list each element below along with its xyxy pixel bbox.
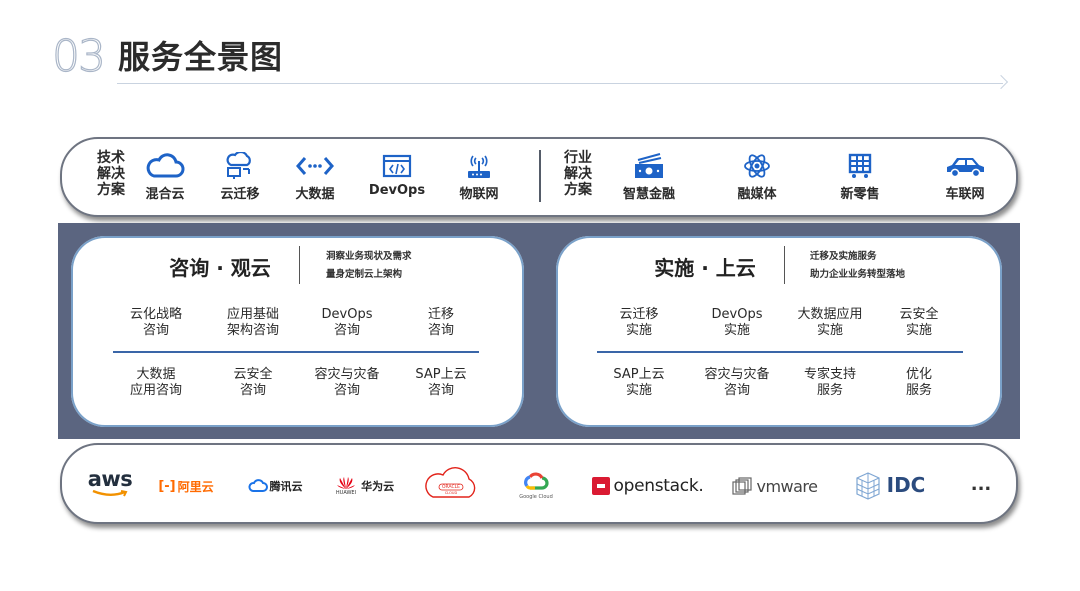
tech-item-label: 大数据 [295, 187, 335, 202]
implement-title: 实施 · 上云 [654, 256, 756, 280]
tencent-cloud-logo: 腾讯云 [245, 476, 305, 496]
tech-item-label: 云迁移 [220, 187, 260, 202]
idc-logo: IDC [850, 469, 928, 501]
industry-solutions-label: 行业解决方案 [564, 150, 592, 198]
consult-title: 咨询 · 观云 [169, 256, 271, 280]
openstack-logo: openstack. [589, 474, 705, 498]
code-arrows-icon [270, 151, 360, 181]
industry-item-label: 新零售 [840, 187, 880, 202]
implement-cell[interactable]: SAP上云实施 [613, 367, 665, 398]
implement-cell[interactable]: 专家支持服务 [803, 367, 856, 398]
vendors-bar [60, 443, 1018, 524]
industry-item-label: 车联网 [945, 187, 985, 202]
title-underline [117, 83, 1003, 84]
consult-description: 洞察业务现状及需求量身定制云上架构 [326, 251, 412, 280]
implement-cell[interactable]: 优化服务 [905, 367, 932, 398]
industry-item-iov[interactable]: 车联网 [920, 151, 1010, 202]
consult-cell[interactable]: 云安全咨询 [233, 367, 273, 398]
implement-title-divider [784, 246, 785, 284]
implement-cell[interactable]: 云迁移实施 [619, 307, 659, 338]
more-vendors-ellipsis[interactable]: ... [970, 474, 992, 495]
oracle-wordmark: ORACLE [442, 485, 460, 490]
oracle-subtitle: CLOUD [444, 491, 458, 495]
tech-item-label: 混合云 [145, 187, 185, 202]
tech-item-label: DevOps [368, 183, 426, 198]
industry-item-label: 智慧金融 [622, 187, 675, 202]
cloud-migration-icon [195, 151, 285, 181]
cloud-icon [120, 151, 210, 181]
cart-icon [815, 151, 905, 181]
tech-item-devops[interactable]: DevOps [352, 151, 442, 198]
google-cloud-icon [524, 471, 549, 490]
openstack-icon [591, 477, 610, 495]
implement-cell[interactable]: 云安全实施 [899, 307, 939, 338]
consult-cell[interactable]: 容灾与灾备咨询 [314, 367, 380, 398]
industry-item-finance[interactable]: 智慧金融 [604, 151, 694, 202]
consult-cell[interactable]: 应用基础架构咨询 [226, 307, 279, 338]
google-cloud-logo: Google Cloud [510, 465, 562, 505]
huawei-petal-icon [337, 477, 355, 489]
aliyun-logo: [-] 阿里云 [158, 478, 214, 494]
section-number: 03 [51, 31, 106, 82]
atom-icon [712, 151, 802, 181]
idc-building-icon [856, 472, 880, 500]
tech-item-label: 物联网 [459, 187, 499, 202]
oracle-cloud-logo [420, 467, 482, 501]
solutions-divider [539, 150, 541, 202]
tech-item-cloud-migration[interactable]: 云迁移 [195, 151, 285, 202]
tech-solutions-label: 技术解决方案 [97, 150, 125, 198]
underline-arrow [993, 74, 1009, 90]
tencent-cloud-icon [248, 479, 268, 492]
consult-panel [71, 236, 524, 427]
industry-item-label: 融媒体 [737, 187, 777, 202]
vmware-icon [732, 477, 753, 495]
money-icon [604, 151, 694, 181]
consult-cell[interactable]: 云化战略咨询 [129, 307, 182, 338]
aws-logo: aws [85, 466, 135, 500]
iot-router-icon [434, 151, 524, 181]
consult-title-divider [299, 246, 300, 284]
page-title: 服务全景图 [118, 38, 284, 76]
vmware-logo: vmware [727, 474, 822, 498]
implement-cell[interactable]: 容灾与灾备咨询 [704, 367, 770, 398]
huawei-cloud-logo: HUAWEI 华为云 [330, 472, 400, 500]
aliyun-bracket-icon: [-] [158, 478, 176, 494]
aws-smile-icon [92, 489, 128, 497]
industry-item-retail[interactable]: 新零售 [815, 151, 905, 202]
car-icon [920, 151, 1010, 181]
consult-cell[interactable]: SAP上云咨询 [415, 367, 467, 398]
browser-code-icon [352, 151, 442, 181]
implement-description: 迁移及实施服务助力企业业务转型落地 [810, 251, 906, 280]
oracle-cloud-icon [425, 467, 476, 498]
consult-cell[interactable]: 大数据应用咨询 [129, 367, 182, 398]
consult-cell[interactable]: 迁移咨询 [427, 307, 454, 338]
tech-item-hybrid-cloud[interactable]: 混合云 [120, 151, 210, 202]
industry-item-media[interactable]: 融媒体 [712, 151, 802, 202]
implement-row-divider [597, 351, 963, 353]
tech-item-iot[interactable]: 物联网 [434, 151, 524, 202]
implement-panel [556, 236, 1002, 427]
implement-cell[interactable]: 大数据应用实施 [797, 307, 863, 338]
consult-row-divider [113, 351, 479, 353]
tech-item-big-data[interactable]: 大数据 [270, 151, 360, 202]
